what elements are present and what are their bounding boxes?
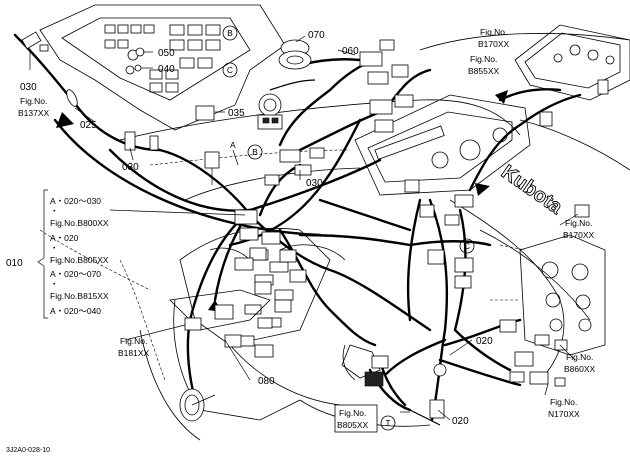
connector-b860 (534, 334, 568, 351)
fig-b137-line2: B137XX (18, 108, 50, 118)
connector-b170-right (574, 204, 590, 218)
connector-instrument (404, 179, 474, 226)
leader-lines (29, 35, 579, 421)
part-label-030-center: 030 (306, 178, 323, 189)
fig-b860-line2: B860XX (564, 364, 596, 374)
fig-b855-line2: B855XX (468, 66, 500, 76)
fig-b137-line1: Fig.No. (20, 96, 47, 106)
part-label-035: 035 (228, 108, 245, 119)
marker-a-mid: A (230, 140, 236, 150)
part-label-020-bottom: 020 (452, 416, 469, 427)
connector-030-center (264, 147, 325, 186)
legend-item-no: 010 (6, 258, 23, 269)
legend-row-2: Fig.No.B800XX (50, 218, 109, 228)
part-label-060: 060 (342, 46, 359, 57)
connector-020 (433, 319, 534, 383)
connector-035 (195, 105, 220, 185)
grommet-070 (278, 39, 312, 70)
fig-b860-line1: Fig.No. (566, 352, 593, 362)
legend-row-5: Fig.No.B805XX (50, 255, 109, 265)
drawing-code: 3J2A0-028-10 (6, 447, 50, 454)
marker-t-bottom: T (385, 418, 390, 428)
connector-b181 (184, 317, 202, 331)
marker-b-mid: B (252, 147, 258, 157)
connector-c-right (427, 249, 474, 289)
grommet-040 (134, 64, 142, 72)
part-labels: 030 025 030 050 040 035 070 060 030 080 … (20, 30, 493, 427)
fig-n170-line1: Fig.No. (550, 397, 577, 407)
legend-row-3: A・020 (50, 233, 79, 243)
brand-logo-text: Kubota (497, 161, 567, 219)
fig-n170-line2: N170XX (548, 409, 580, 419)
grommet-050 (135, 47, 145, 57)
fig-b170-right-line2: B170XX (563, 230, 595, 240)
connector-030-topleft (21, 31, 49, 52)
marker-c-right: C (464, 241, 470, 251)
connector-n170 (529, 371, 566, 387)
legend-row-6: A・020〜070 (50, 269, 101, 279)
fig-b855-line1: Fig.No. (470, 54, 497, 64)
legend-010: 010 A・020〜030 ・ Fig.No.B800XX A・020 ・ Fi… (6, 196, 109, 316)
part-label-070: 070 (308, 30, 325, 41)
legend-row-8: Fig.No.B815XX (50, 291, 109, 301)
fig-b170-right-line1: Fig.No. (565, 218, 592, 228)
legend-row-1: ・ (50, 206, 59, 216)
fig-callouts: Fig.No. B137XX Fig.No. B170XX Fig.No. B8… (18, 27, 596, 433)
part-label-040: 040 (158, 64, 175, 75)
marker-c-top: C (227, 65, 233, 75)
part-label-030-topleft: 030 (20, 82, 37, 93)
fig-b181-line1: Fig.No. (120, 336, 147, 346)
clip-025 (66, 89, 78, 107)
legend-row-0: A・020〜030 (50, 196, 101, 206)
part-label-030-left: 030 (122, 162, 139, 173)
fig-b170-top-line1: Fig.No. (480, 27, 507, 37)
legend-row-4: ・ (50, 243, 59, 253)
connector-b805 (364, 355, 445, 419)
connector-b170-top (539, 79, 609, 127)
fig-b805-line2: B805XX (337, 420, 369, 430)
connector-060 (359, 39, 414, 133)
legend-brace (37, 189, 48, 319)
legend-row-7: ・ (50, 279, 59, 289)
part-label-080: 080 (258, 376, 275, 387)
round-connector-mid (257, 93, 283, 130)
fig-b805-line1: Fig.No. (339, 408, 366, 418)
legend-pointer (109, 209, 246, 216)
marker-b-top: B (227, 28, 233, 38)
circled-markers: B C B C T A (222, 25, 475, 431)
part-label-025: 025 (80, 120, 97, 131)
fig-b181-line2: B181XX (118, 348, 150, 358)
clamp-030-left (124, 131, 159, 151)
connectors (21, 31, 609, 422)
part-label-050: 050 (158, 48, 175, 59)
part-label-020-right: 020 (476, 336, 493, 347)
fig-b170-top-line2: B170XX (478, 39, 510, 49)
connector-cluster-010 (234, 209, 307, 347)
legend-row-9: A・020〜040 (50, 306, 101, 316)
